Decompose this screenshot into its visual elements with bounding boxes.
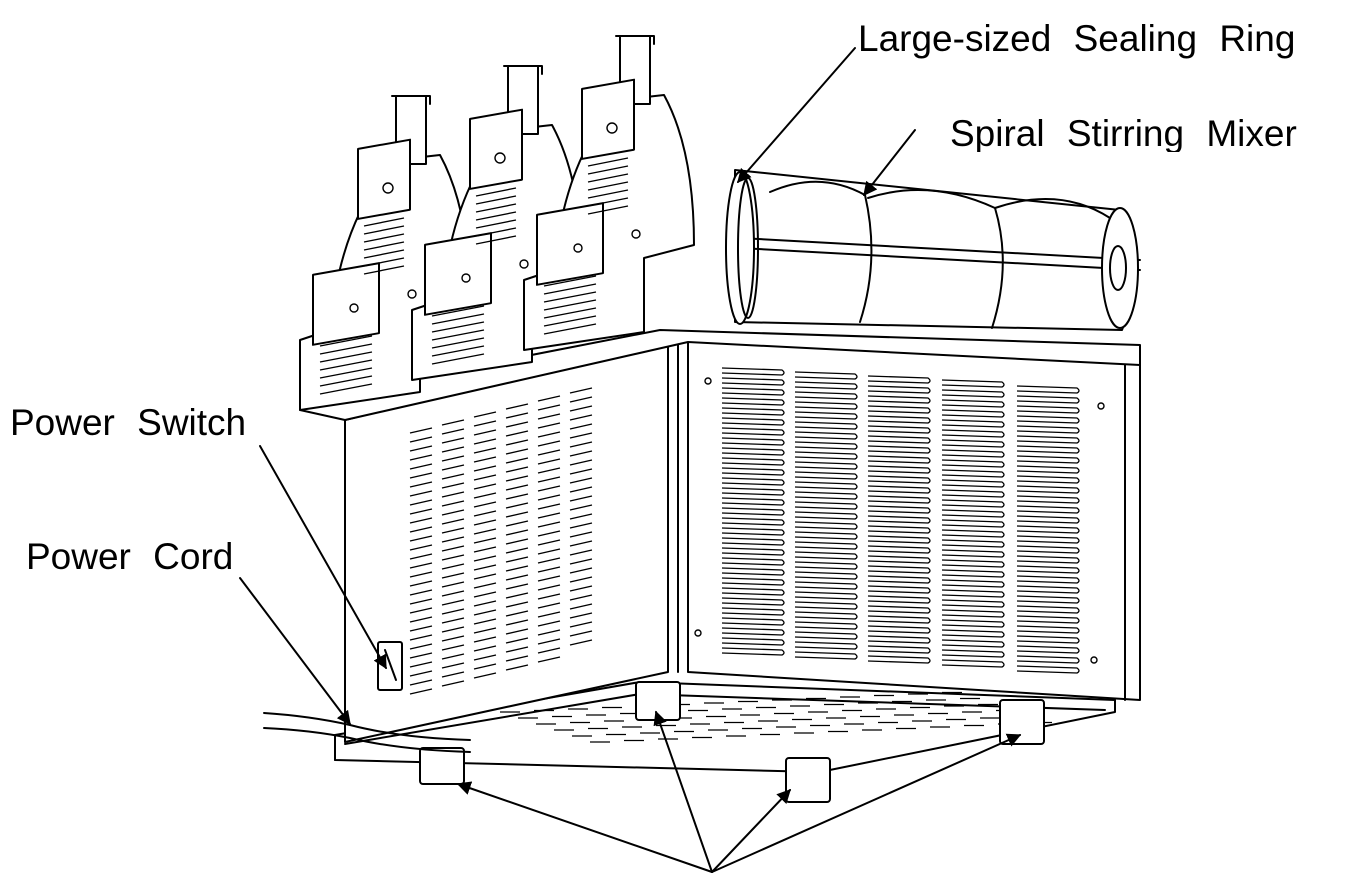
leader-lines bbox=[239, 47, 1022, 873]
leader-foot-front-left bbox=[456, 781, 713, 873]
foot-back-left bbox=[635, 681, 681, 721]
label-large-sealing-ring: Large-sized Sealing Ring bbox=[858, 18, 1296, 59]
label-spiral-stirring-mixer: Spiral Stirring Mixer bbox=[950, 115, 1297, 152]
dispenser-2 bbox=[411, 65, 583, 381]
foot-front-left bbox=[419, 747, 465, 785]
leader-power-switch bbox=[259, 445, 387, 670]
leader-foot-back-left bbox=[653, 710, 713, 873]
leader-foot-front-right bbox=[711, 788, 791, 873]
mixing-bowl bbox=[725, 169, 1141, 331]
leader-foot-back-right bbox=[711, 733, 1022, 873]
leader-power-cord bbox=[239, 577, 351, 726]
leader-spiral-mixer bbox=[863, 129, 916, 197]
foot-back-right bbox=[999, 699, 1045, 745]
dispenser-3 bbox=[523, 35, 695, 351]
label-power-cord: Power Cord bbox=[26, 536, 234, 577]
leader-sealing-ring bbox=[737, 47, 856, 184]
right-side-panel bbox=[687, 339, 1141, 701]
left-side-panel bbox=[344, 337, 679, 743]
foot-front-right bbox=[785, 757, 831, 803]
top-deck bbox=[299, 329, 1141, 421]
label-power-switch: Power Switch bbox=[10, 402, 247, 443]
